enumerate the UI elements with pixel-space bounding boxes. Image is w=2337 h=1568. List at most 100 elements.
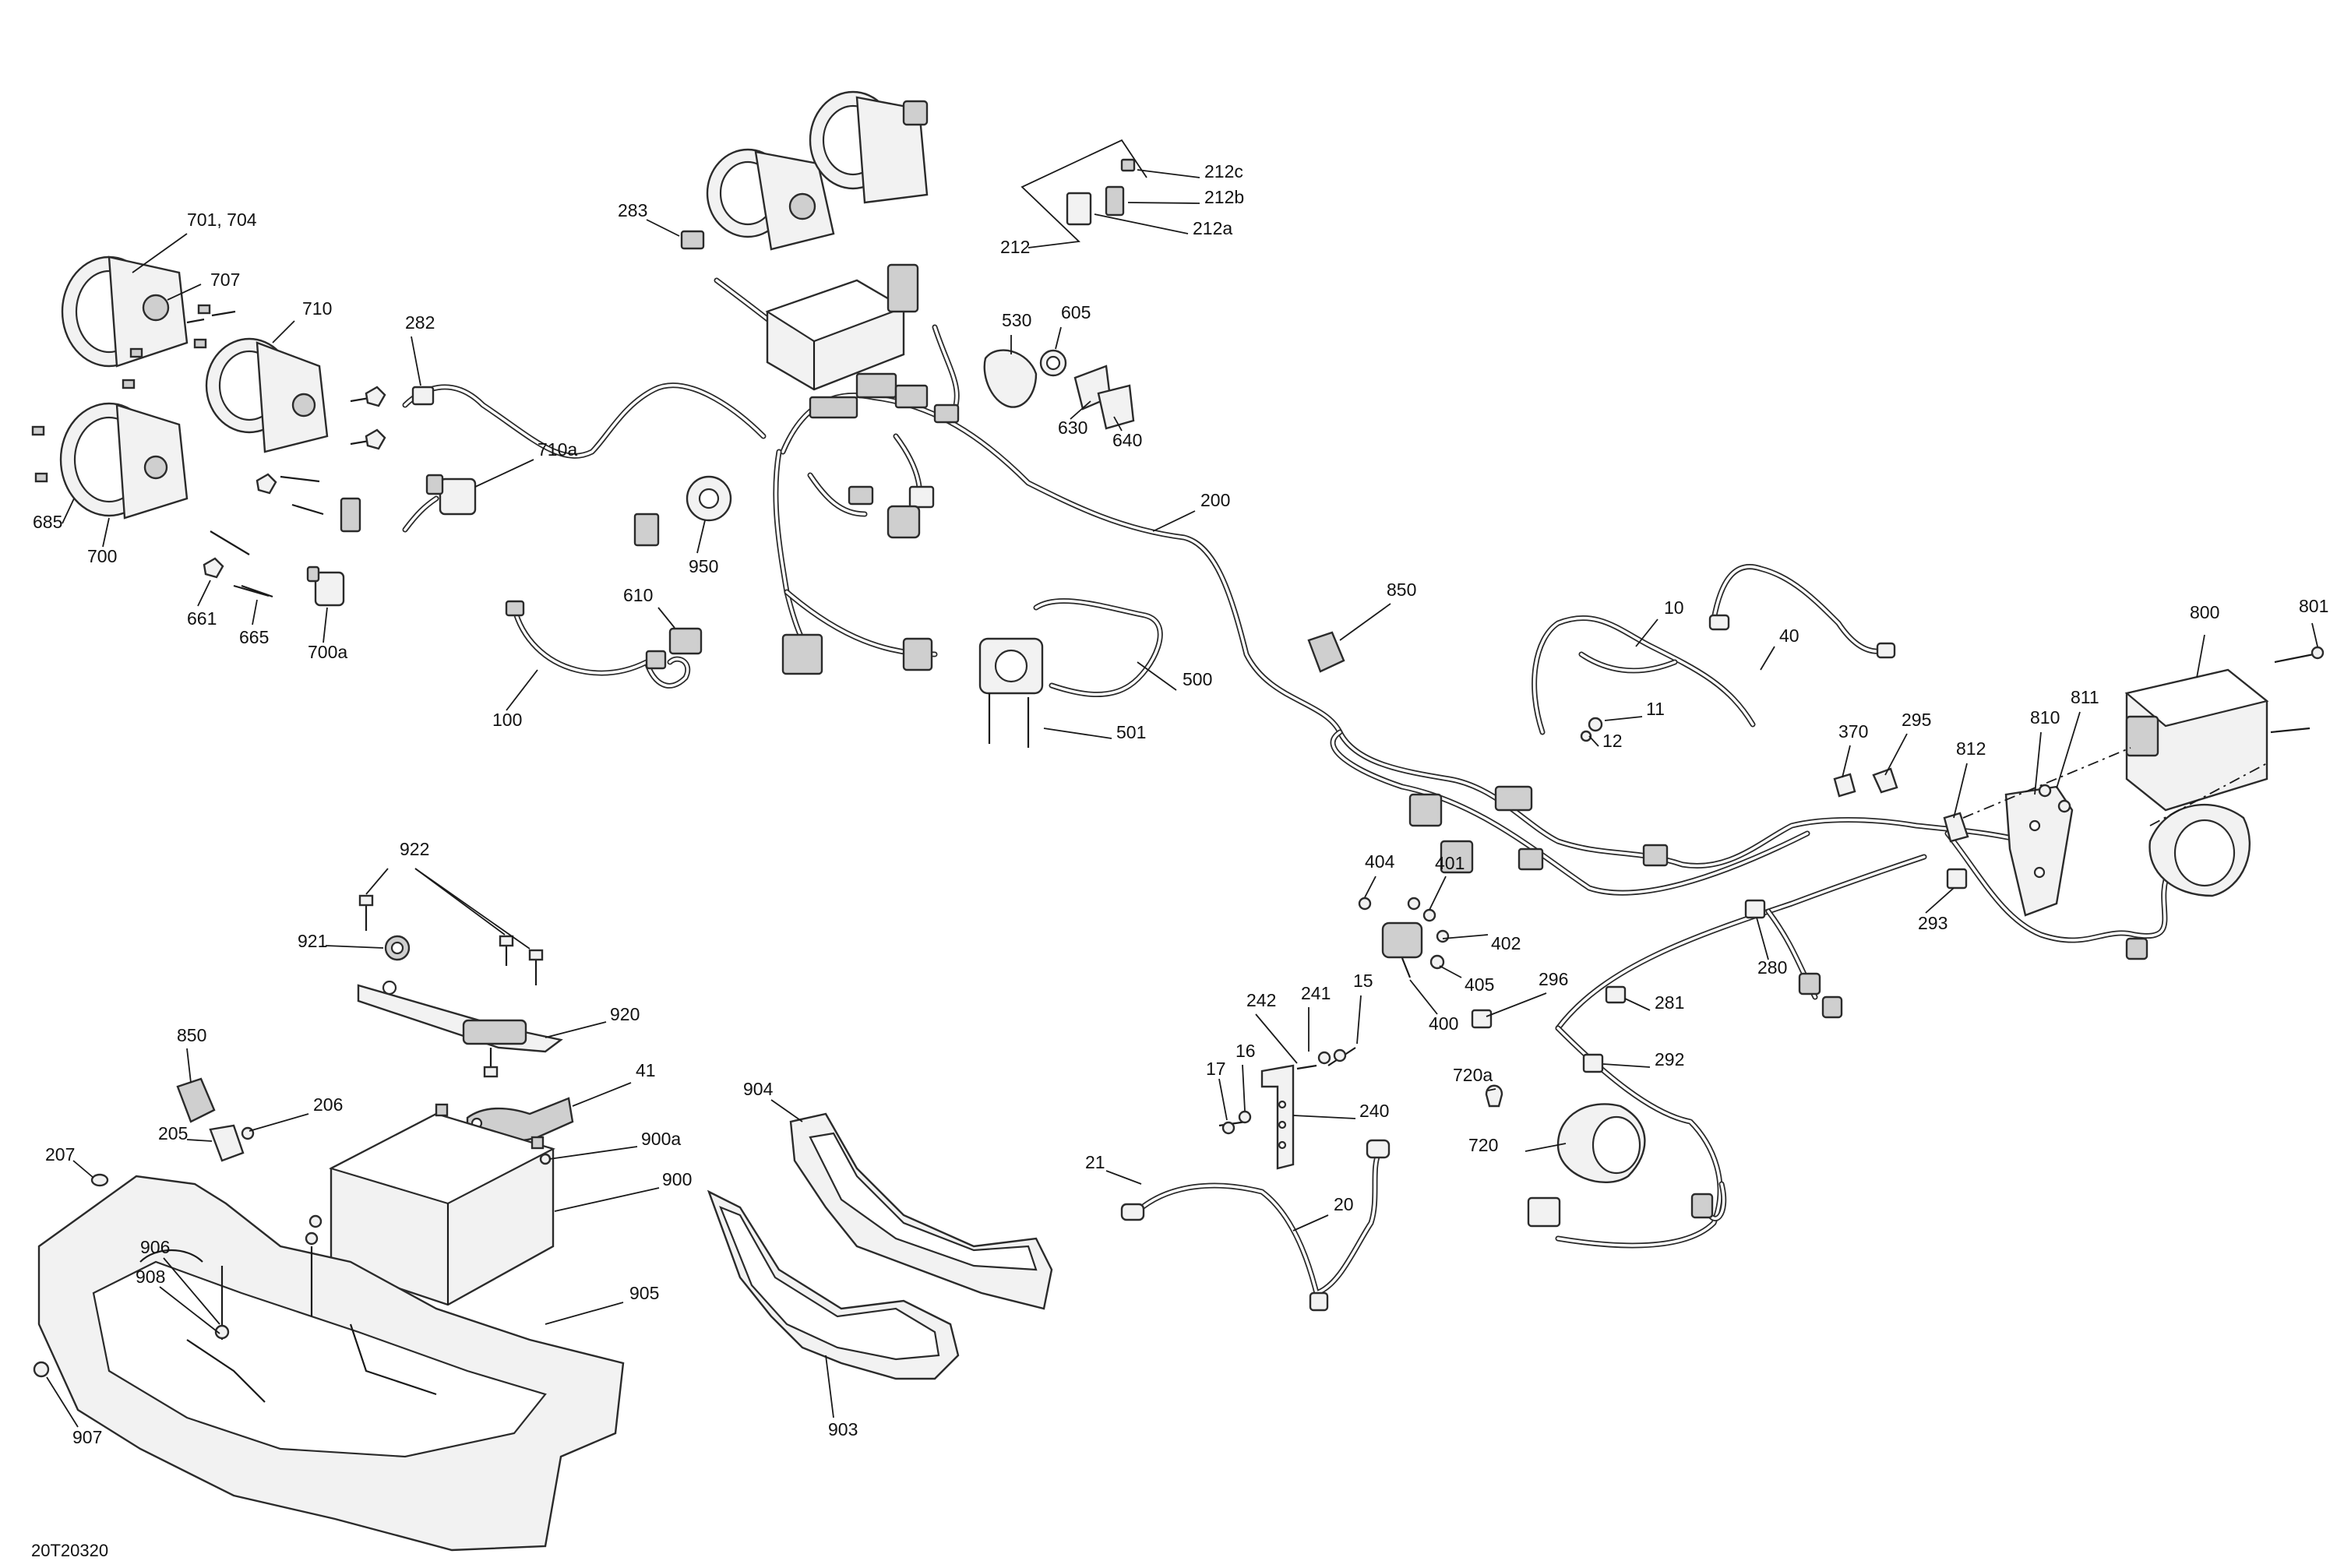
bracket-240 — [1218, 1047, 1356, 1170]
callout-label: 405 — [1465, 974, 1494, 995]
callout-label: 665 — [239, 627, 269, 647]
light-720 — [1485, 1084, 1646, 1228]
callout-label: 800 — [2190, 602, 2219, 622]
connector-282 — [411, 386, 435, 406]
callout-label: 21 — [1085, 1152, 1105, 1172]
harness-10 — [1532, 615, 1756, 735]
callout-label: 707 — [210, 270, 240, 290]
callout-label: 20 — [1334, 1194, 1354, 1214]
callout-label: 212b — [1204, 187, 1244, 207]
callout-label: 404 — [1365, 851, 1395, 872]
callout-label: 282 — [405, 312, 435, 333]
callout-label: 630 — [1058, 418, 1087, 438]
nut-921 — [384, 935, 411, 961]
callout-label: 241 — [1301, 983, 1331, 1003]
harness-connectors-center — [1408, 785, 1669, 874]
socket-640 — [1097, 384, 1135, 430]
battery-900 — [329, 1103, 555, 1306]
callout-label: 700 — [87, 546, 117, 566]
leader-lines — [46, 139, 2318, 1428]
callout-label: 206 — [313, 1094, 343, 1115]
cable-20 — [1120, 1139, 1391, 1312]
callout-label: 908 — [136, 1267, 165, 1287]
relay-710a — [340, 474, 477, 533]
callout-label: 370 — [1838, 721, 1868, 742]
connector-block-top — [887, 263, 919, 313]
dashed-axis-lines — [1962, 747, 2268, 826]
callout-label: 400 — [1429, 1013, 1458, 1034]
callout-label: 12 — [1602, 731, 1623, 751]
callout-label: 15 — [1353, 971, 1373, 991]
callout-label: 801 — [2299, 596, 2328, 616]
callout-label: 900a — [641, 1129, 681, 1149]
figure-reference: 20T20320 — [31, 1541, 108, 1560]
battery-tray-905 — [33, 1175, 625, 1552]
callout-label: 810 — [2030, 707, 2060, 728]
callout-label: 811 — [2071, 687, 2099, 707]
socket-530 — [983, 349, 1038, 408]
callout-label: 281 — [1655, 992, 1684, 1013]
callout-label: 212a — [1193, 218, 1232, 238]
callout-labels: 701, 704707710282710a685700661665700a950… — [33, 161, 2328, 1447]
light-assembly-700 — [59, 402, 189, 520]
callout-label: 701, 704 — [187, 210, 257, 230]
callout-label: 10 — [1664, 597, 1684, 618]
callout-label: 812 — [1956, 738, 1986, 759]
callout-label: 685 — [33, 512, 62, 532]
callout-label: 710 — [302, 298, 332, 319]
light-assembly-top-1 — [706, 148, 835, 251]
harness-100 — [505, 600, 690, 689]
callout-label: 40 — [1779, 625, 1799, 646]
bracket-810 — [2004, 784, 2074, 917]
connector-212 — [1066, 158, 1136, 226]
callout-label: 280 — [1757, 957, 1787, 978]
solenoid-500 — [978, 637, 1044, 748]
callout-label: 205 — [158, 1123, 188, 1143]
callout-label: 661 — [187, 608, 217, 629]
callout-label: 906 — [140, 1237, 170, 1257]
callout-label: 16 — [1235, 1041, 1256, 1061]
callout-label: 207 — [45, 1144, 75, 1165]
callout-label: 17 — [1206, 1059, 1226, 1079]
callout-label: 200 — [1200, 490, 1230, 510]
callout-label: 292 — [1655, 1049, 1684, 1069]
bracket-920 — [357, 980, 563, 1078]
switch-610 — [668, 627, 703, 655]
callout-label: 401 — [1435, 853, 1465, 873]
callout-label: 240 — [1359, 1101, 1389, 1121]
harness-500 — [1033, 597, 1163, 697]
callout-label: 242 — [1246, 990, 1276, 1010]
callout-label: 710a — [538, 439, 577, 460]
connector-cluster — [809, 372, 960, 539]
ignition-switch-950 — [633, 475, 732, 547]
connector-283 — [680, 230, 705, 250]
cover-904 — [789, 1112, 1053, 1310]
callout-label: 720a — [1453, 1065, 1493, 1085]
callout-label: 500 — [1183, 669, 1212, 689]
cover-903 — [707, 1189, 960, 1380]
callout-label: 921 — [298, 931, 327, 951]
clips — [1471, 717, 2148, 1219]
light-assembly-701-704 — [61, 255, 189, 368]
washer-207 — [90, 1173, 109, 1187]
fasteners-left — [31, 304, 386, 598]
bulb-700a — [306, 566, 345, 607]
clamp-205 — [209, 1124, 255, 1162]
bolts-922 — [358, 894, 544, 985]
callout-label: 11 — [1646, 699, 1665, 719]
callout-label: 100 — [492, 710, 522, 730]
relay-850-bottom — [176, 1077, 216, 1123]
callout-label: 640 — [1112, 430, 1142, 450]
callout-label: 903 — [828, 1419, 858, 1439]
light-right — [2148, 803, 2251, 897]
cable-40 — [1708, 564, 1896, 659]
callout-label: 905 — [629, 1283, 659, 1303]
module-400 — [1358, 897, 1450, 978]
callout-label: 293 — [1918, 913, 1948, 933]
callout-label: 501 — [1116, 722, 1146, 742]
callout-label: 922 — [400, 839, 429, 859]
module-800 — [2124, 646, 2325, 812]
nut-605 — [1039, 349, 1067, 377]
callout-label: 402 — [1491, 933, 1521, 953]
